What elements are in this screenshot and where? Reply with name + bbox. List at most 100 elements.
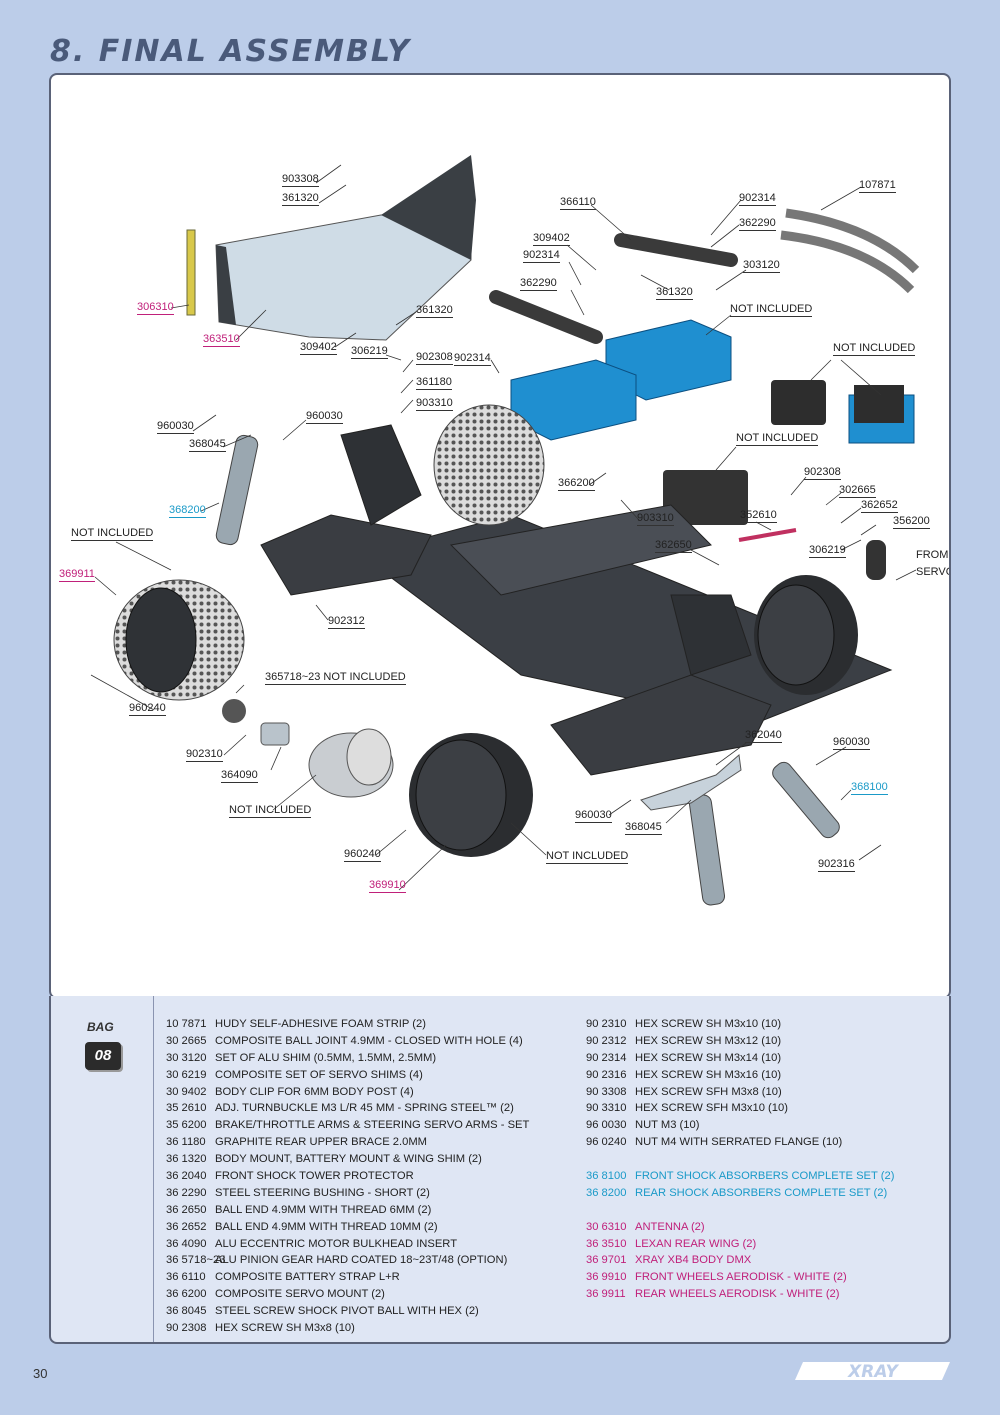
callout-960240: 960240 bbox=[344, 848, 381, 862]
callout-306219: 306219 bbox=[351, 345, 388, 359]
callout-not-included: NOT INCLUDED bbox=[546, 850, 629, 864]
part-row bbox=[586, 1202, 894, 1219]
callout-365718: 365718~23 NOT INCLUDED bbox=[265, 671, 406, 685]
motor-icon bbox=[308, 728, 394, 798]
battery-strap-icon bbox=[614, 233, 738, 267]
callout-306219: 306219 bbox=[809, 544, 846, 558]
part-description: HEX SCREW SFH M3x8 (10) bbox=[635, 1085, 782, 1098]
callout-903310: 903310 bbox=[416, 397, 453, 411]
callout-107871: 107871 bbox=[859, 179, 896, 193]
part-code: 36 8200 bbox=[586, 1186, 627, 1199]
part-description: HEX SCREW SH M3x14 (10) bbox=[635, 1051, 782, 1064]
part-description: REAR WHEELS AERODISK - WHITE (2) bbox=[635, 1288, 840, 1301]
part-description: COMPOSITE SET OF SERVO SHIMS (4) bbox=[215, 1068, 423, 1081]
callout-960030: 960030 bbox=[575, 809, 612, 823]
callout-902314: 902314 bbox=[739, 192, 776, 206]
callout-362290: 362290 bbox=[520, 277, 557, 291]
battery-pack-icon bbox=[510, 319, 732, 441]
part-description: BALL END 4.9MM WITH THREAD 10MM (2) bbox=[215, 1220, 438, 1233]
callout-servo: SERVO bbox=[916, 566, 951, 578]
callout-not-included: NOT INCLUDED bbox=[730, 303, 813, 317]
callout-902312: 902312 bbox=[328, 615, 365, 629]
part-code: 36 5718~23 bbox=[166, 1254, 226, 1267]
part-description: NUT M3 (10) bbox=[635, 1119, 700, 1132]
part-code: 30 2665 bbox=[166, 1034, 207, 1047]
callout-902316: 902316 bbox=[818, 858, 855, 872]
callout-356200: 356200 bbox=[893, 515, 930, 529]
part-description: STEEL STEERING BUSHING - SHORT (2) bbox=[215, 1186, 430, 1199]
callout-362290: 362290 bbox=[739, 217, 776, 231]
part-code: 36 9911 bbox=[586, 1288, 626, 1301]
callout-902308: 902308 bbox=[804, 466, 841, 480]
callout-not-included: NOT INCLUDED bbox=[229, 804, 312, 818]
part-description: FRONT SHOCK TOWER PROTECTOR bbox=[215, 1170, 414, 1183]
part-row: 36 9910 FRONT WHEELS AERODISK - WHITE (2) bbox=[586, 1269, 894, 1286]
servo-arm-icon bbox=[866, 540, 886, 580]
part-description: NUT M4 WITH SERRATED FLANGE (10) bbox=[635, 1136, 843, 1149]
callout-366110: 366110 bbox=[560, 196, 596, 210]
part-code: 36 2290 bbox=[166, 1186, 207, 1199]
part-description: FRONT WHEELS AERODISK - WHITE (2) bbox=[635, 1271, 847, 1284]
callout-366200: 366200 bbox=[558, 477, 595, 491]
part-code: 36 9910 bbox=[586, 1271, 627, 1284]
bag-indicator: BAG 08 bbox=[51, 996, 154, 1342]
callout-960030: 960030 bbox=[833, 736, 870, 750]
part-row: 90 3308 HEX SCREW SFH M3x8 (10) bbox=[586, 1084, 894, 1101]
callout-361320: 361320 bbox=[282, 192, 319, 206]
foam-strip-icon bbox=[785, 208, 920, 274]
part-description: COMPOSITE SERVO MOUNT (2) bbox=[215, 1288, 385, 1301]
callout-902308: 902308 bbox=[416, 351, 453, 365]
part-code: 36 8045 bbox=[166, 1305, 207, 1318]
part-description: COMPOSITE BALL JOINT 4.9MM - CLOSED WITH… bbox=[215, 1034, 523, 1047]
part-code: 36 8100 bbox=[586, 1170, 627, 1183]
part-code: 36 2040 bbox=[166, 1170, 207, 1183]
callout-960030: 960030 bbox=[306, 410, 343, 424]
callout-361180: 361180 bbox=[416, 376, 452, 390]
callout-not-included: NOT INCLUDED bbox=[736, 432, 819, 446]
part-code: 30 9402 bbox=[166, 1085, 207, 1098]
part-code: 90 2314 bbox=[586, 1051, 627, 1064]
part-row bbox=[586, 1151, 894, 1168]
brand-text: XRAY bbox=[847, 1362, 899, 1382]
rear-wheel-icon bbox=[113, 404, 545, 701]
servo-icon bbox=[663, 470, 748, 525]
part-description: STEEL SCREW SHOCK PIVOT BALL WITH HEX (2… bbox=[215, 1305, 479, 1318]
part-code: 90 3308 bbox=[586, 1085, 627, 1098]
part-description: BALL END 4.9MM WITH THREAD 6MM (2) bbox=[215, 1203, 432, 1216]
part-code: 36 4090 bbox=[166, 1237, 207, 1250]
callout-903308: 903308 bbox=[282, 173, 319, 187]
callout-361320: 361320 bbox=[416, 304, 453, 318]
part-description: HEX SCREW SH M3x16 (10) bbox=[635, 1068, 782, 1081]
part-code: 30 3120 bbox=[166, 1051, 207, 1064]
callout-960240: 960240 bbox=[129, 702, 166, 716]
part-code: 36 1180 bbox=[166, 1136, 206, 1149]
part-code: 36 2650 bbox=[166, 1203, 207, 1216]
callout-369911: 369911 bbox=[59, 568, 95, 582]
part-code: 90 2312 bbox=[586, 1034, 627, 1047]
callout-902310: 902310 bbox=[186, 748, 223, 762]
pinion-gear-icon bbox=[222, 699, 246, 723]
part-row: 30 2665 COMPOSITE BALL JOINT 4.9MM - CLOS… bbox=[166, 1033, 529, 1050]
part-code: 96 0240 bbox=[586, 1136, 627, 1149]
callout-309402: 309402 bbox=[533, 232, 570, 246]
callout-364090: 364090 bbox=[221, 769, 258, 783]
turnbuckle-icon bbox=[738, 528, 797, 542]
part-code: 36 6110 bbox=[166, 1271, 206, 1284]
